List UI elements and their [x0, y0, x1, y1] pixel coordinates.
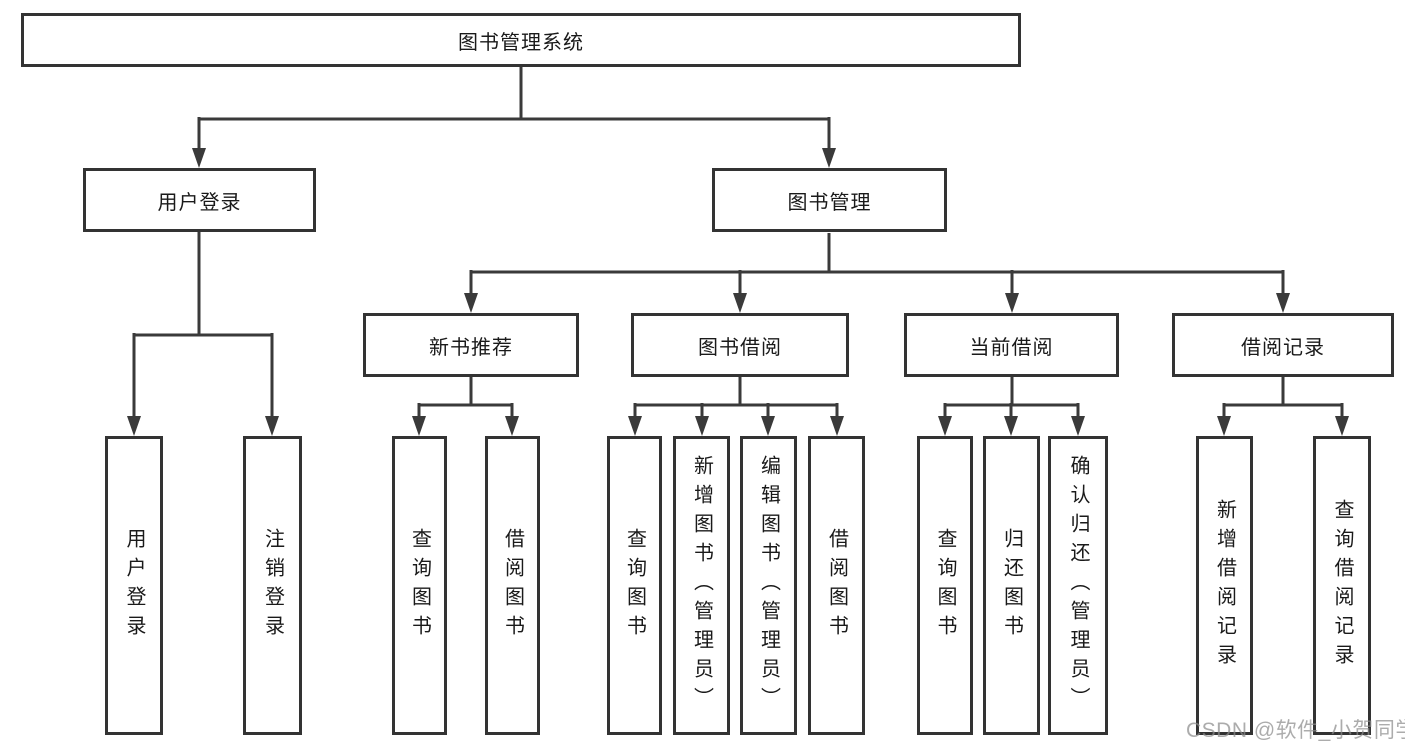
leaf-query-borrow-record-label: 查询借阅记录 [1331, 498, 1353, 673]
leaf-query-books-current-label: 查询图书 [934, 527, 956, 644]
leaf-user-login-label: 用户登录 [123, 527, 145, 644]
leaf-query-books-borrow-label: 查询图书 [623, 527, 646, 644]
node-book-borrow: 图书借阅 [631, 313, 849, 377]
leaf-logout: 注销登录 [243, 436, 302, 735]
watermark: CSDN @软件_小贺同学 [1186, 719, 1405, 742]
node-book-management: 图书管理 [712, 168, 947, 232]
leaf-user-login: 用户登录 [105, 436, 163, 735]
leaf-add-borrow-record-label: 新增借阅记录 [1213, 498, 1236, 673]
node-library-management-system: 图书管理系统 [21, 13, 1021, 67]
leaf-add-book-admin-label: 新增图书（管理员） [690, 455, 713, 716]
leaf-borrow-books-2: 借阅图书 [808, 436, 865, 735]
node-new-book-recommend: 新书推荐 [363, 313, 579, 377]
leaf-borrow-books-2-label: 借阅图书 [825, 527, 848, 644]
leaf-return-book: 归还图书 [983, 436, 1040, 735]
leaf-query-books-recommend: 查询图书 [392, 436, 447, 735]
leaf-query-borrow-record: 查询借阅记录 [1313, 436, 1371, 735]
node-current-borrow: 当前借阅 [904, 313, 1119, 377]
leaf-borrow-books-recommend-label: 借阅图书 [501, 527, 524, 644]
leaf-confirm-return-admin-label: 确认归还（管理员） [1067, 455, 1089, 716]
leaf-add-borrow-record: 新增借阅记录 [1196, 436, 1253, 735]
leaf-confirm-return-admin: 确认归还（管理员） [1048, 436, 1108, 735]
leaf-borrow-books-recommend: 借阅图书 [485, 436, 540, 735]
node-user-login: 用户登录 [83, 168, 316, 232]
leaf-query-books-current: 查询图书 [917, 436, 973, 735]
leaf-query-books-borrow: 查询图书 [607, 436, 662, 735]
leaf-logout-label: 注销登录 [261, 527, 284, 644]
leaf-add-book-admin: 新增图书（管理员） [673, 436, 730, 735]
leaf-edit-book-admin-label: 编辑图书（管理员） [757, 455, 780, 716]
leaf-query-books-recommend-label: 查询图书 [408, 527, 431, 644]
leaf-edit-book-admin: 编辑图书（管理员） [740, 436, 797, 735]
leaf-return-book-label: 归还图书 [1000, 527, 1023, 644]
node-borrow-records: 借阅记录 [1172, 313, 1394, 377]
